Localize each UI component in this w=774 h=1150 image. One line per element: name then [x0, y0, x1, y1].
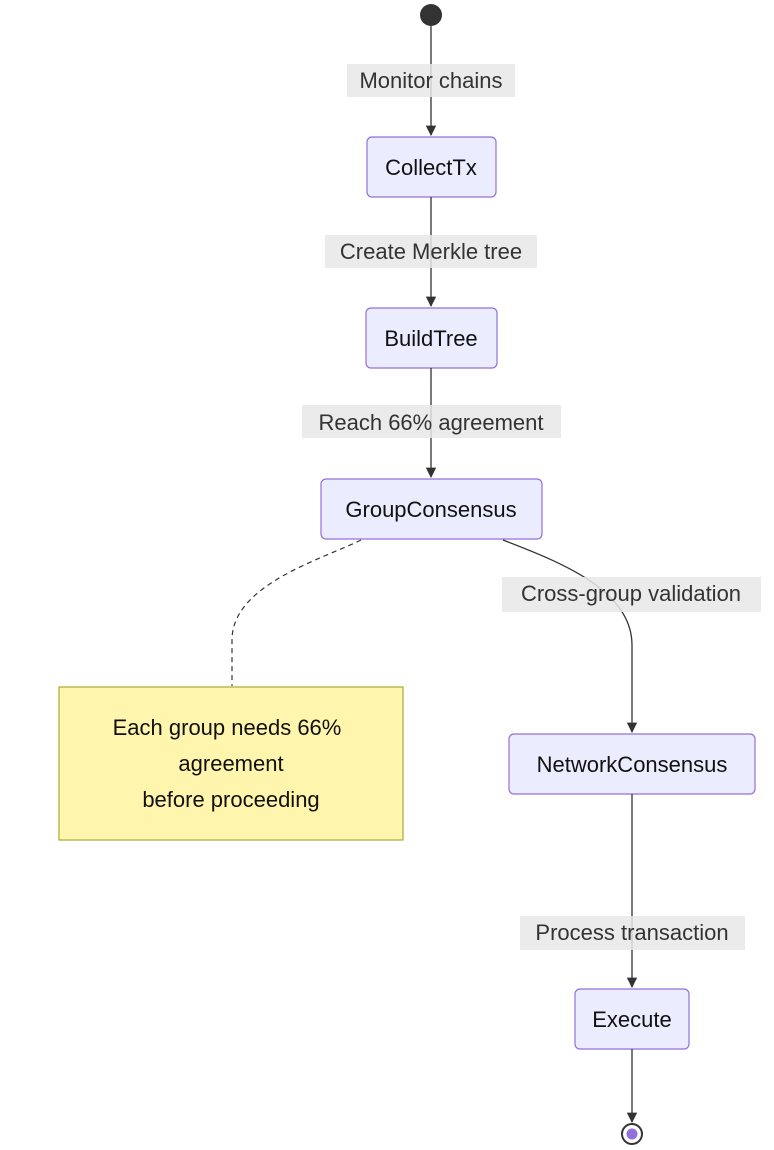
- start-node: [420, 4, 442, 26]
- edge-label-bg-merkle: [325, 235, 537, 268]
- state-groupconsensus[interactable]: GroupConsensus: [320, 478, 543, 540]
- state-buildtree[interactable]: BuildTree: [365, 307, 498, 369]
- state-execute[interactable]: Execute: [574, 988, 690, 1050]
- edge-label-bg-monitor: [347, 64, 515, 97]
- state-label-buildtree: BuildTree: [384, 326, 477, 351]
- note-group-consensus: Each group needs 66% agreement before pr…: [58, 686, 404, 841]
- edge-label-monitor-chains: Monitor chains: [359, 68, 502, 93]
- edge-label-cross-group-validation: Cross-group validation: [521, 581, 741, 606]
- end-node: [621, 1123, 643, 1145]
- edge-label-create-merkle-tree: Create Merkle tree: [340, 239, 522, 264]
- note-link: [231, 539, 362, 686]
- note-line-2: agreement: [178, 751, 283, 776]
- state-collecttx[interactable]: CollectTx: [366, 136, 497, 198]
- edge-label-reach-agreement: Reach 66% agreement: [318, 410, 543, 435]
- state-networkconsensus[interactable]: NetworkConsensus: [508, 733, 756, 795]
- edge-label-bg-cross: [502, 577, 761, 612]
- edge-label-process-transaction: Process transaction: [535, 920, 728, 945]
- edge-groupconsensus-networkconsensus: [502, 539, 638, 734]
- edge-label-bg-reach: [302, 405, 561, 438]
- edge-label-bg-process: [520, 916, 745, 950]
- state-label-collecttx: CollectTx: [385, 155, 477, 180]
- state-label-execute: Execute: [592, 1007, 672, 1032]
- note-line-1: Each group needs 66%: [113, 715, 342, 740]
- note-line-3: before proceeding: [142, 787, 319, 812]
- state-label-groupconsensus: GroupConsensus: [345, 497, 516, 522]
- state-label-networkconsensus: NetworkConsensus: [537, 752, 728, 777]
